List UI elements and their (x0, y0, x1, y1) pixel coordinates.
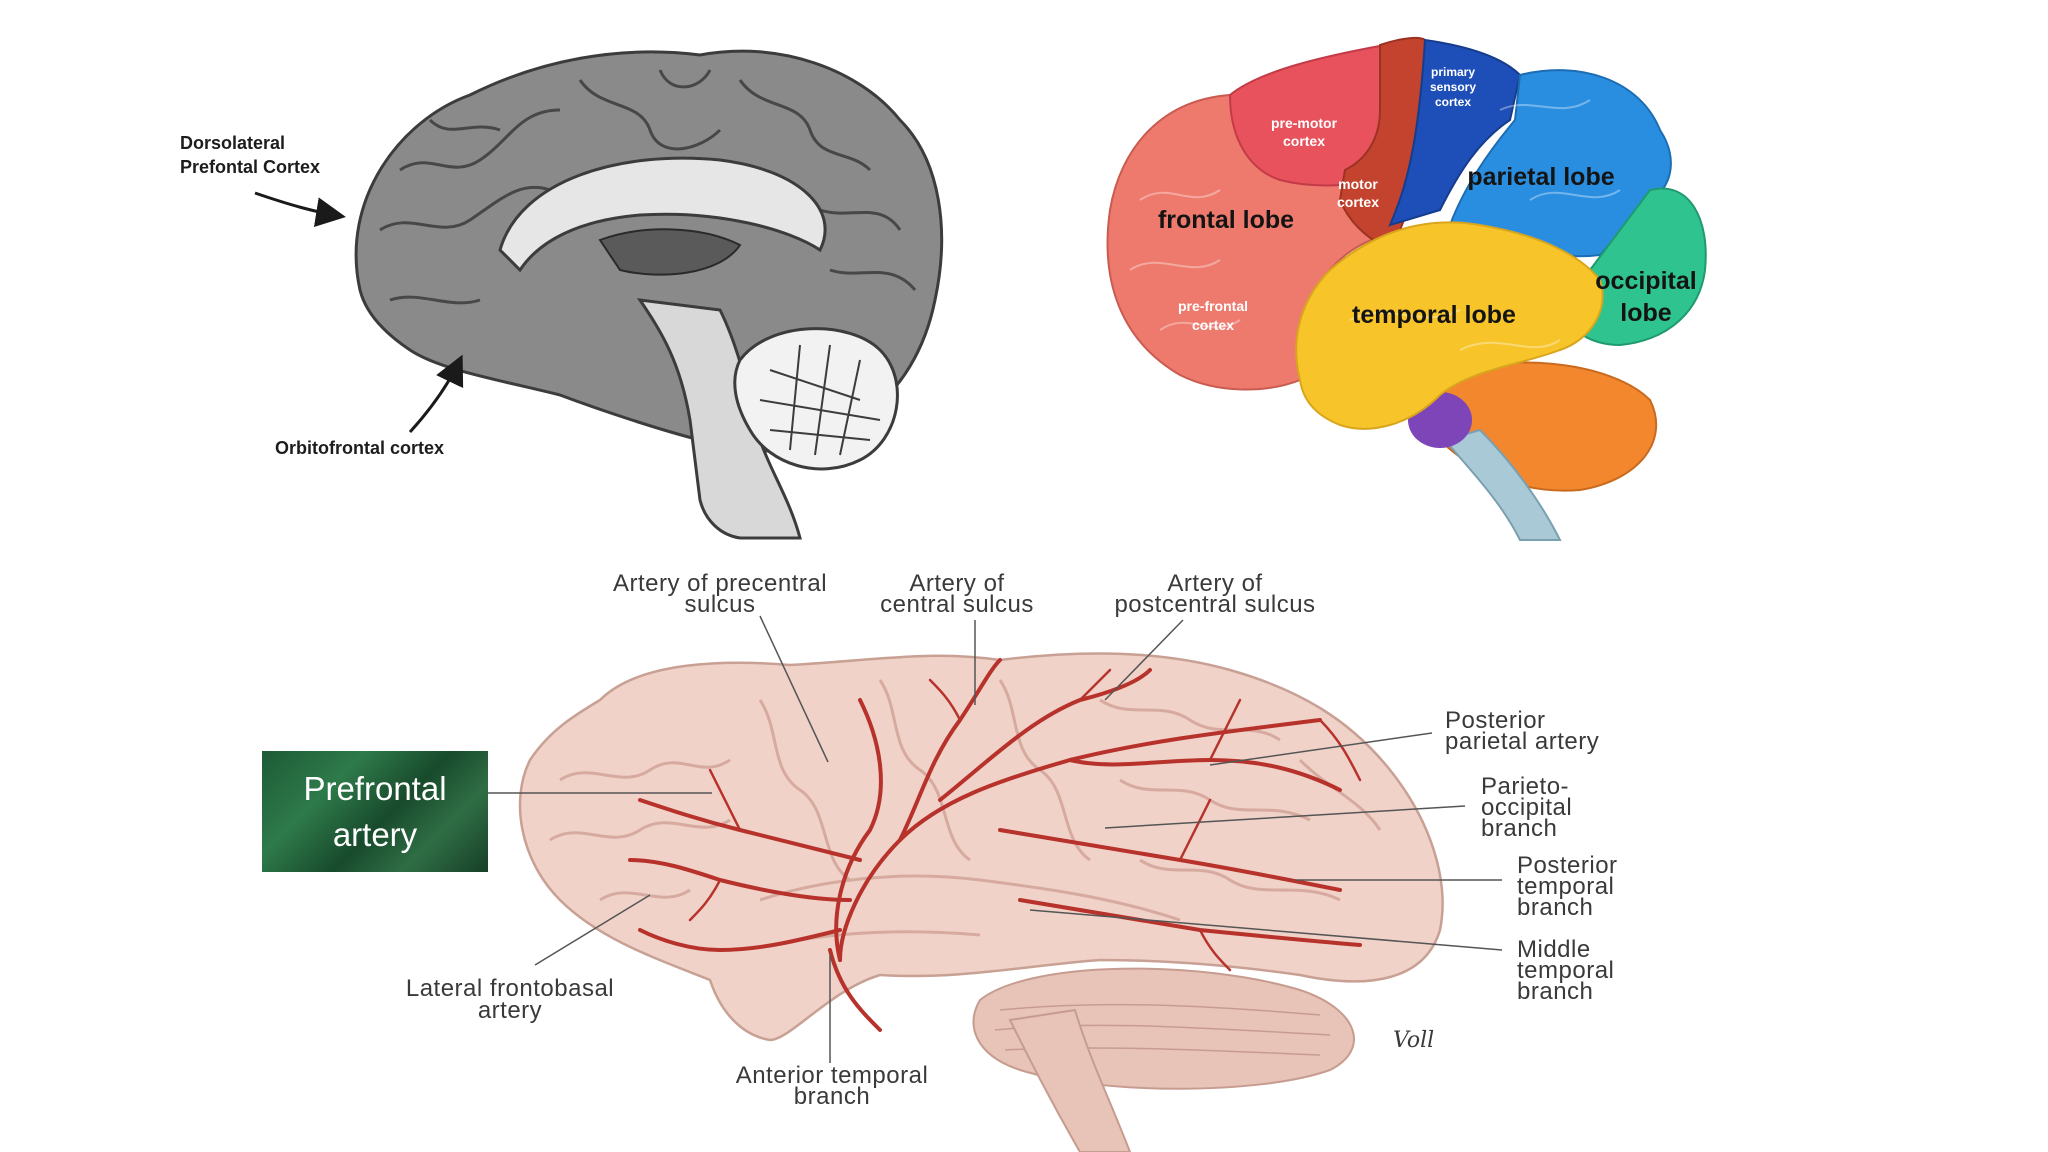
anterior-temporal-label-line2: branch (794, 1083, 870, 1110)
postcentral-label-line2: postcentral sulcus (1114, 591, 1315, 618)
motor-label-line1: motor (1338, 176, 1378, 192)
orbitofrontal-arrow (408, 354, 464, 434)
lateral-brainstem (1008, 1008, 1132, 1152)
temporal-lobe-label: temporal lobe (1352, 301, 1516, 329)
middle-temporal-label-line1: Middle (1517, 936, 1591, 963)
posterior-temporal-label-line2: temporal (1517, 873, 1614, 900)
lateral-frontobasal-label-line1: Lateral frontobasal (406, 975, 614, 1002)
motor-label-line2: cortex (1337, 194, 1379, 210)
parietal-lobe-label: parietal lobe (1467, 163, 1614, 191)
premotor-label-line2: cortex (1283, 133, 1325, 149)
medial-brain-illustration (354, 49, 944, 540)
parieto-occipital-label-line2: occipital (1481, 794, 1572, 821)
dorsolateral-label-line2: Prefontal Cortex (180, 157, 320, 177)
primary-sensory-label-line3: cortex (1435, 95, 1471, 109)
prefrontal-artery-callout: Prefrontal artery (262, 751, 488, 872)
lobe-primary-sensory (1388, 38, 1522, 227)
middle-temporal-label-line3: branch (1517, 978, 1593, 1005)
prefrontal-callout-line2: artery (332, 815, 418, 853)
lateral-brain-illustration (518, 652, 1444, 1152)
postcentral-label-line1: Artery of (1167, 570, 1262, 597)
posterior-temporal-label-line3: branch (1517, 894, 1593, 921)
occipital-lobe-label-line2: lobe (1620, 299, 1671, 327)
lobe-brainstem (1443, 428, 1562, 541)
central-label-line1: Artery of (909, 570, 1004, 597)
posterior-parietal-label-line1: Posterior (1445, 707, 1546, 734)
medial-cerebellum (733, 327, 899, 471)
prefrontal-cortex-label-line1: pre-frontal (1178, 298, 1248, 314)
precentral-label-line2: sulcus (684, 591, 755, 618)
dorsolateral-arrow (254, 191, 346, 228)
primary-sensory-label-line1: primary (1431, 65, 1475, 79)
illustrator-signature: Voll (1393, 1028, 1434, 1053)
lobes-illustration (1106, 36, 1707, 541)
primary-sensory-label-line2: sensory (1430, 80, 1476, 94)
lateral-frontobasal-label-line2: artery (478, 997, 542, 1024)
precentral-label-line1: Artery of precentral (613, 570, 827, 597)
middle-temporal-label-line2: temporal (1517, 957, 1614, 984)
occipital-lobe-label-line1: occipital (1595, 267, 1696, 295)
prefrontal-cortex-label-line2: cortex (1192, 317, 1234, 333)
posterior-temporal-label-line1: Posterior (1517, 852, 1618, 879)
frontal-lobe-label: frontal lobe (1158, 206, 1294, 234)
dorsolateral-label-line1: Dorsolateral (180, 133, 285, 153)
anterior-temporal-label-line1: Anterior temporal (736, 1062, 929, 1089)
central-label-line2: central sulcus (880, 591, 1034, 618)
lateral-hemisphere (518, 652, 1444, 1042)
parieto-occipital-label-line3: branch (1481, 815, 1557, 842)
lobe-temporal (1295, 221, 1604, 430)
corpus-callosum (498, 156, 827, 273)
posterior-parietal-label-line2: parietal artery (1445, 728, 1599, 755)
parieto-occipital-label-line1: Parieto- (1481, 773, 1569, 800)
prefrontal-callout-line1: Prefrontal (303, 769, 447, 807)
leader-lines (488, 615, 1503, 1063)
orbitofrontal-label: Orbitofrontal cortex (275, 438, 444, 458)
premotor-label-line1: pre-motor (1271, 115, 1338, 131)
